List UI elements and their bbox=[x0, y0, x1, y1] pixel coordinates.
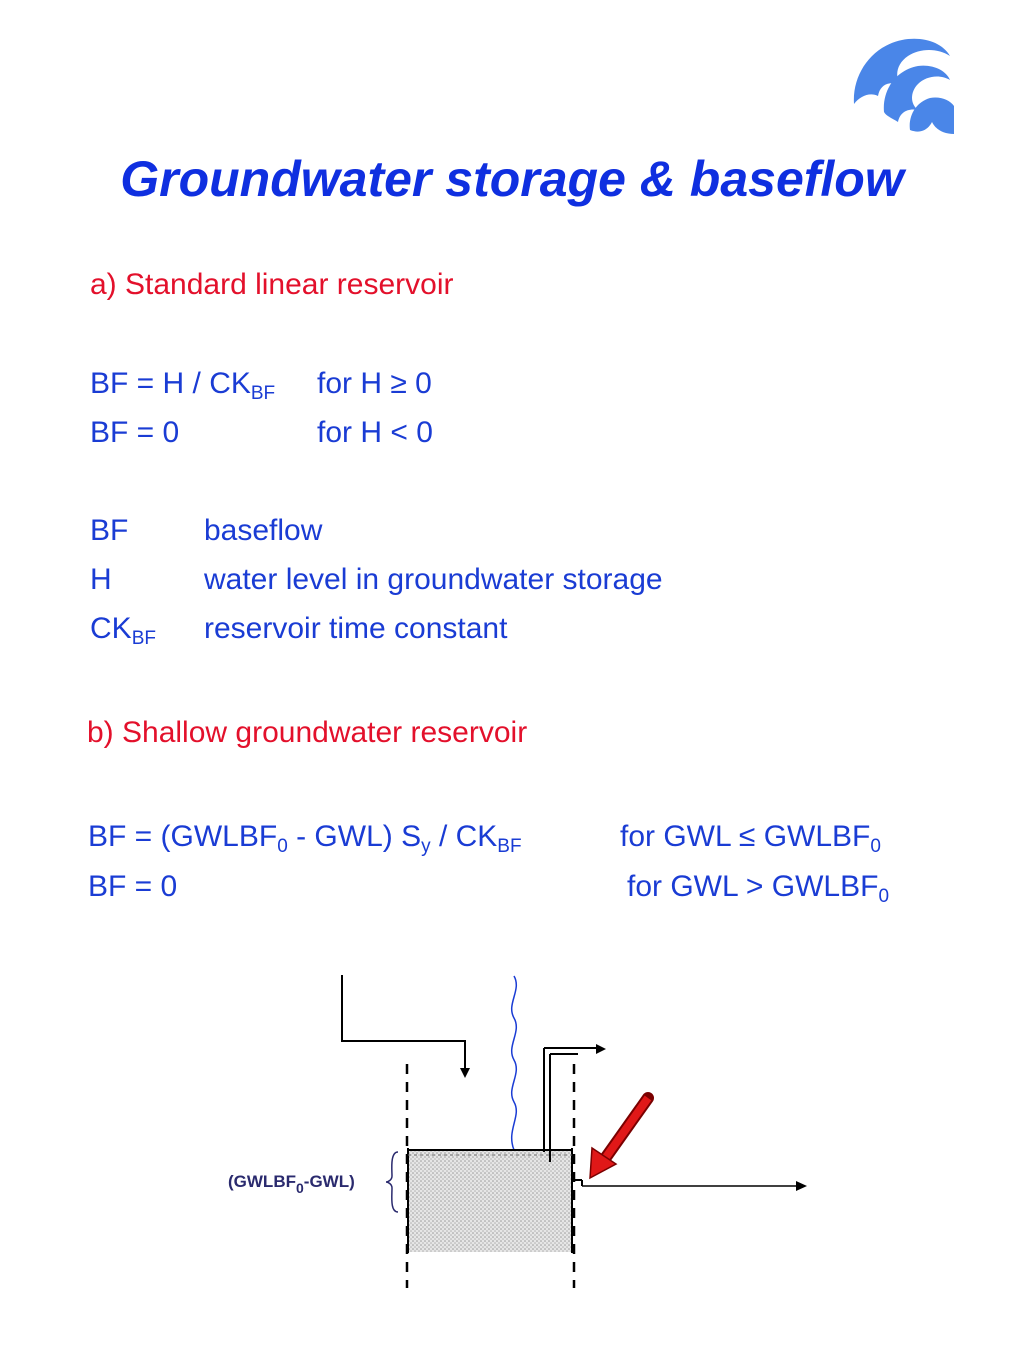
percolation-wave bbox=[511, 975, 517, 1151]
wave-logo-icon bbox=[853, 38, 954, 134]
equation-b1-condition: for GWL ≤ GWLBF0 bbox=[620, 820, 881, 857]
equation-b2-lhs: BF = 0 bbox=[88, 870, 178, 903]
red-arrow-icon bbox=[589, 1092, 654, 1180]
baseflow-outflow-arrowhead bbox=[796, 1181, 807, 1191]
reservoir-diagram: (GWLBF0-GWL) bbox=[228, 975, 807, 1288]
equation-b1-lhs: BF = (GWLBF0 - GWL) Sy / CKBF bbox=[88, 820, 522, 857]
equation-a1-lhs: BF = H / CKBF bbox=[90, 367, 276, 404]
definition-description: baseflow bbox=[204, 514, 323, 547]
inflow-line bbox=[341, 975, 466, 1070]
section-b-heading: b) Shallow groundwater reservoir bbox=[87, 716, 528, 749]
equation-b2-condition: for GWL > GWLBF0 bbox=[627, 870, 890, 907]
equation-a2-lhs: BF = 0 bbox=[90, 416, 180, 449]
inflow-arrowhead bbox=[460, 1068, 470, 1078]
storage-fill bbox=[409, 1150, 572, 1252]
definition-symbol: H bbox=[90, 563, 112, 596]
page-title: Groundwater storage & baseflow bbox=[120, 151, 904, 207]
definition-description: water level in groundwater storage bbox=[204, 563, 663, 596]
diagram-label: (GWLBF0-GWL) bbox=[228, 1172, 355, 1196]
definition-description: reservoir time constant bbox=[204, 612, 508, 645]
definition-symbol: BF bbox=[90, 514, 129, 547]
brace-icon bbox=[385, 1151, 399, 1213]
equation-a1-condition: for H ≥ 0 bbox=[317, 367, 432, 400]
pipe-outflow-arrowhead bbox=[596, 1044, 606, 1054]
equation-a2-condition: for H < 0 bbox=[317, 416, 433, 449]
section-a-heading: a) Standard linear reservoir bbox=[90, 268, 454, 301]
definition-symbol: CKBF bbox=[90, 612, 156, 649]
